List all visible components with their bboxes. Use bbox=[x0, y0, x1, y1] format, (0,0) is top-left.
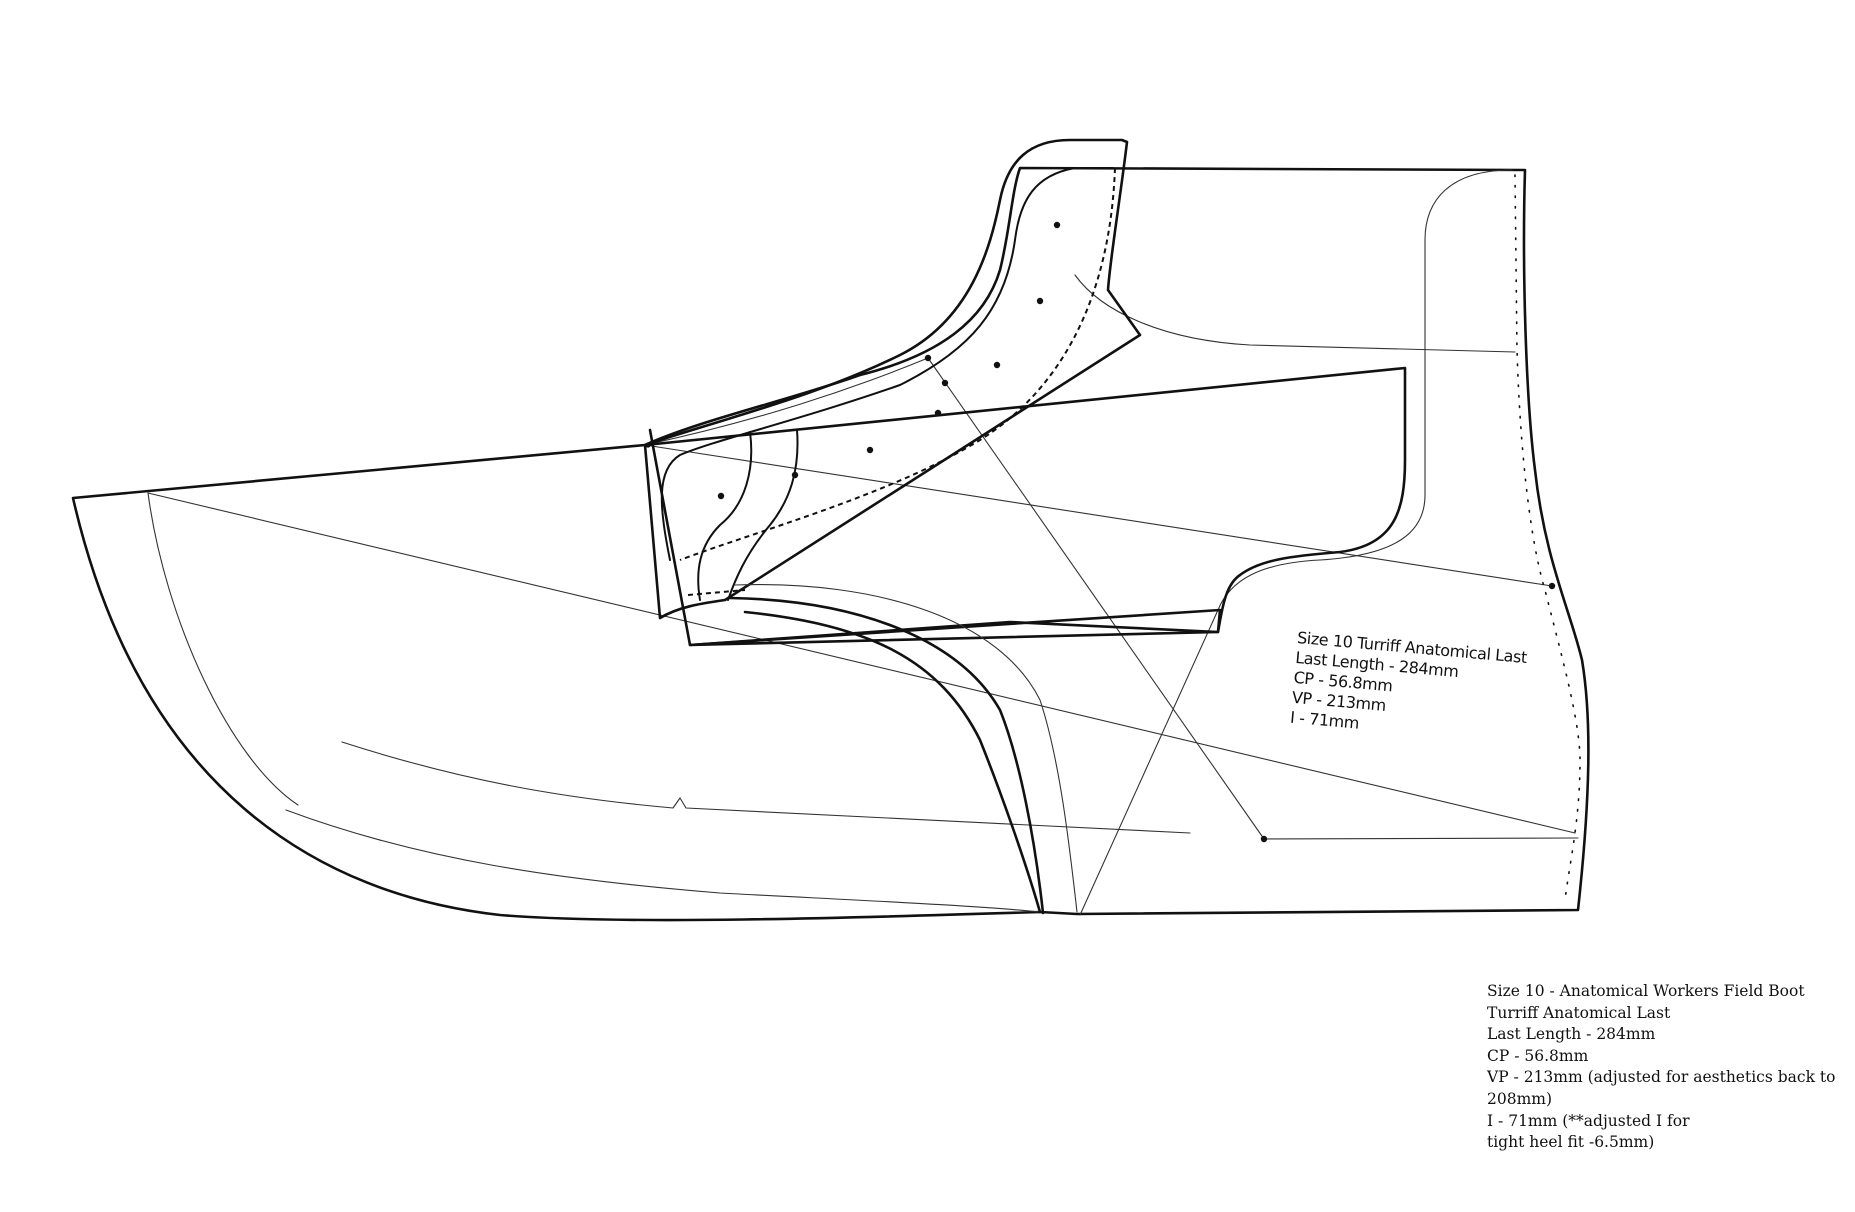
vertex-point-base bbox=[1260, 835, 1268, 843]
quarter-strip-outline bbox=[688, 608, 1222, 647]
outer-pattern-outline bbox=[71, 166, 1590, 922]
eyelet-dot-1 bbox=[1053, 221, 1061, 229]
eyelet-dot-7 bbox=[717, 492, 725, 500]
topline-curve bbox=[1074, 274, 1516, 353]
sole-reference-line bbox=[341, 741, 1191, 834]
spec-line-8: tight heel fit -6.5mm) bbox=[1487, 1133, 1655, 1152]
construction-line-vamp bbox=[644, 357, 929, 446]
facing-curve-inner bbox=[743, 610, 1042, 914]
eyelet-dot-4 bbox=[934, 409, 942, 417]
toe-lasting-allowance-line bbox=[147, 492, 299, 806]
spec-line-3: Last Length - 284mm bbox=[1487, 1025, 1656, 1044]
eyelet-dot-3 bbox=[993, 361, 1001, 369]
eyelet-dot-2 bbox=[1036, 297, 1044, 305]
heel-curve-line bbox=[1079, 169, 1513, 916]
vamp-cap-outline bbox=[643, 366, 1407, 647]
spec-line-5: VP - 213mm (adjusted for aesthetics back… bbox=[1487, 1068, 1836, 1087]
spec-line-2: Turriff Anatomical Last bbox=[1487, 1003, 1671, 1022]
spec-notes-block: Size 10 - Anatomical Workers Field Boot … bbox=[1487, 981, 1847, 1154]
tongue-piece-outline bbox=[643, 138, 1142, 620]
last-measurements-label: Size 10 Turriff Anatomical Last Last Len… bbox=[1289, 628, 1527, 748]
bottom-lasting-line bbox=[285, 809, 1041, 913]
facing-curve-thin bbox=[734, 584, 1078, 913]
eyestay-inner-line bbox=[660, 167, 1114, 561]
vertex-point-1 bbox=[924, 354, 932, 362]
eyelet-dot-6 bbox=[791, 471, 799, 479]
spec-line-4: CP - 56.8mm bbox=[1487, 1046, 1589, 1065]
diagonal-construction-line-1 bbox=[147, 492, 1576, 834]
back-seam-dotted bbox=[1514, 174, 1581, 901]
facing-curve-outer bbox=[728, 596, 1045, 915]
eyelet-dot-5 bbox=[866, 446, 874, 454]
spec-line-7: I - 71mm (**adjusted I for bbox=[1487, 1111, 1690, 1130]
vamp-inner-curve-2 bbox=[727, 429, 799, 601]
vertex-point-heel bbox=[1548, 582, 1556, 590]
lace-line-dashed-lower bbox=[687, 589, 746, 596]
spec-line-1: Size 10 - Anatomical Workers Field Boot bbox=[1487, 982, 1805, 1000]
lace-line-dashed bbox=[679, 167, 1116, 561]
construction-line-heel-base bbox=[1263, 837, 1579, 840]
vamp-inner-curve-1 bbox=[697, 431, 753, 601]
vertex-point-2 bbox=[941, 379, 949, 387]
vertex-point-toe bbox=[645, 442, 651, 448]
spec-line-6: 208mm) bbox=[1487, 1089, 1553, 1108]
construction-line-v bbox=[927, 357, 1265, 840]
